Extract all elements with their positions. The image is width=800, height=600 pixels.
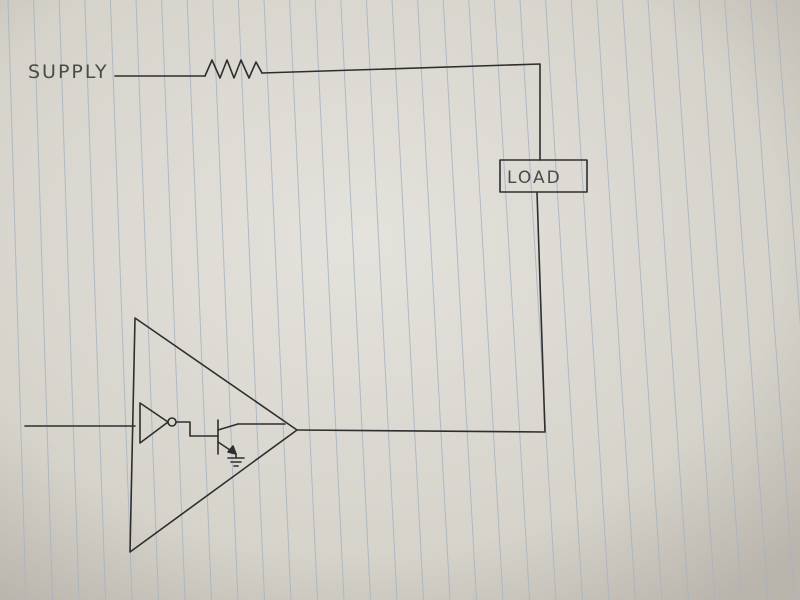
top-wire	[261, 63, 541, 161]
ruled-line	[442, 0, 477, 600]
ruled-line	[289, 0, 318, 600]
transistor-collector	[217, 423, 239, 431]
ruled-line	[58, 0, 80, 600]
ruled-line	[161, 0, 186, 600]
ruled-line	[365, 0, 398, 600]
load-box	[499, 159, 588, 193]
load-label: LOAD	[507, 168, 562, 188]
circuit-diagram	[24, 59, 588, 553]
ruled-line	[135, 0, 159, 600]
ruled-line	[340, 0, 371, 600]
ruled-line	[775, 0, 800, 327]
ruled-line	[493, 0, 530, 600]
base-wire	[175, 421, 219, 437]
ruled-line	[237, 0, 265, 600]
ruled-line	[391, 0, 424, 600]
ruled-line	[212, 0, 239, 600]
ruled-line	[698, 0, 742, 600]
driver-triangle	[129, 317, 298, 553]
ruled-line	[570, 0, 610, 600]
emitter-arrow	[227, 445, 237, 455]
ruled-line	[724, 0, 769, 600]
load-return-wire	[296, 191, 546, 433]
supply-label: SUPPLY	[28, 61, 109, 83]
ruled-line	[186, 0, 212, 600]
ruled-lines	[7, 0, 800, 600]
ruled-line	[673, 0, 716, 600]
ruled-line	[109, 0, 133, 600]
ruled-line	[314, 0, 345, 600]
resistor-symbol	[204, 59, 263, 79]
ruled-line	[621, 0, 663, 600]
ruled-line	[749, 0, 795, 600]
ruled-line	[519, 0, 557, 600]
ruled-line	[647, 0, 689, 600]
ruled-line	[7, 0, 27, 600]
ruled-line	[84, 0, 106, 600]
ruled-line	[263, 0, 292, 600]
ruled-line	[33, 0, 53, 600]
ruled-line	[468, 0, 504, 600]
ruled-line	[417, 0, 451, 600]
ruled-line	[545, 0, 583, 600]
ruled-line	[596, 0, 636, 600]
inverter-triangle	[139, 402, 169, 444]
